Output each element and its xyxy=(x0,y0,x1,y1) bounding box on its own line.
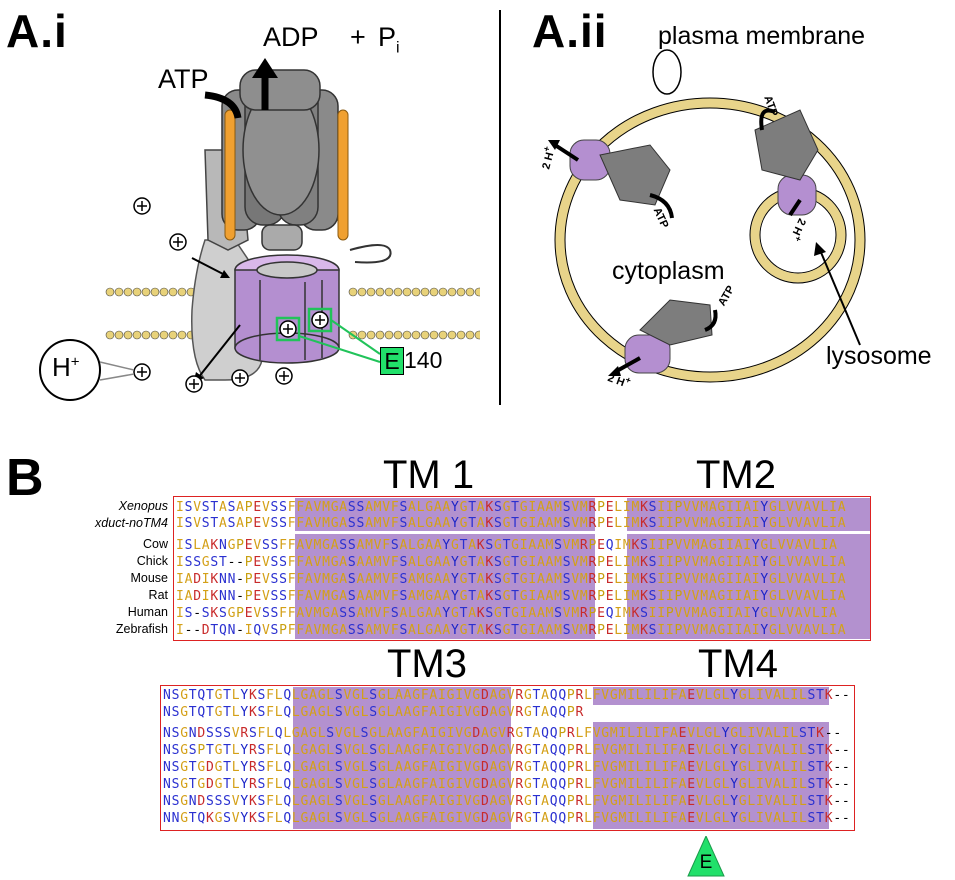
tm4-label: TM4 xyxy=(698,642,778,686)
lysosome-label: lysosome xyxy=(826,342,932,370)
sequence-row: NSGSPTGTLYRSFLQLGAGLSVGLSGLAAGFAIGIVGDAG… xyxy=(163,743,850,758)
sequence-row: IADIKNN-PEVSSFFAVMGASAAMVFSAMGAAYGTAKSGT… xyxy=(176,572,846,587)
stator-rod-right xyxy=(337,109,349,241)
sequence-row: NSGTGDGTLYRSFLQLGAGLSVGLSGLAAGFAIGIVGDAG… xyxy=(163,760,850,775)
cytoplasm-label: cytoplasm xyxy=(612,257,725,285)
tm1-label: TM 1 xyxy=(383,453,475,497)
panel-divider xyxy=(499,10,501,405)
proton-path-out xyxy=(197,324,241,379)
e140-number: 140 xyxy=(404,347,443,373)
e-marker-letter: E xyxy=(699,852,713,873)
sequence-row: IADIKNN-PEVSSFFAVMGASAAMVFSAMGAAYGTAKSGT… xyxy=(176,589,846,604)
panel-label-b: B xyxy=(6,449,45,507)
species-label: Human xyxy=(127,605,168,619)
lipid-bilayer xyxy=(105,287,480,340)
sequence-row: NSGNDSSSVYKSFLQLGAGLSVGLSGLAAGFAIGIVGDAG… xyxy=(163,794,850,809)
species-label: Zebrafish xyxy=(115,622,168,636)
rotation-arrow xyxy=(349,244,392,264)
pump-right xyxy=(754,109,819,216)
truncated-row-blank xyxy=(593,705,854,722)
species-label: Cow xyxy=(142,537,168,551)
tm3-shading xyxy=(293,687,511,829)
e-residue-marker xyxy=(687,836,725,877)
cell-diagram xyxy=(548,49,866,383)
h-plus-label: H+ xyxy=(52,352,80,382)
atp-label: ATP xyxy=(158,64,209,94)
tm2-shading xyxy=(627,498,870,639)
species-label: Chick xyxy=(136,554,168,568)
e140-residue-badge: E xyxy=(380,347,404,375)
sequence-row: ISVSTASAPEVSSFFAVMGASSAMVFSALGAAYGTAKSGT… xyxy=(176,500,846,515)
sequence-row: NSGTQTGTLYKSFLQLGAGLSVGLSGLAAGFAIGIVGDAG… xyxy=(163,688,850,703)
species-label: Rat xyxy=(148,588,168,602)
alignment-gap xyxy=(174,531,870,534)
sequence-row: ISVSTASAPEVSSFFAVMGASSAMVFSALGAAYGTAKSGT… xyxy=(176,516,846,531)
sequence-row: ISSGST--PEVSSFFAVMGASAAMVFSALGAAYGTAKSGT… xyxy=(176,555,846,570)
plasma-membrane-label: plasma membrane xyxy=(658,22,866,50)
species-label: Xenopus xyxy=(118,499,168,513)
sequence-row: I--DTQN-IQVSPFFAVMGASSAMVFSALGAAYGTAKSGT… xyxy=(176,623,846,638)
tm2-label: TM2 xyxy=(696,453,776,497)
v1-head xyxy=(221,69,339,251)
tm3-label: TM3 xyxy=(387,642,467,686)
pump-left xyxy=(569,139,671,206)
sequence-row: ISLAKNGPEVSSFFAVMGASSAMVFSALGAAYGTAKSGTG… xyxy=(176,538,837,553)
adp-label: ADP xyxy=(263,22,319,52)
sequence-row: NSGTQTGTLYKSFLQLGAGLSVGLSGLAAGFAIGIVGDAG… xyxy=(163,705,583,720)
v-atpase-diagram xyxy=(39,58,480,401)
e140-highlight-box-1 xyxy=(275,316,301,342)
sequence-row: NSGTGDGTLYRSFLQLGAGLSVGLSGLAAGFAIGIVGDAG… xyxy=(163,777,850,792)
atp-arrow xyxy=(204,91,242,119)
lysosome-pointer xyxy=(819,249,861,346)
panel-label-a-i: A.i xyxy=(6,5,68,57)
stator-rod-left xyxy=(224,109,236,241)
sequence-row: IS-SKSGPEVSSFFAVMGASSAMVFSALGAAYGTAKSGTG… xyxy=(176,606,837,621)
h-plus-legend-circle xyxy=(39,339,101,401)
tm1-shading xyxy=(295,498,595,639)
species-label: xduct-noTM4 xyxy=(95,516,168,530)
membrane-callout-ellipse xyxy=(652,49,682,95)
pump-bottom xyxy=(624,299,713,374)
proton-path-in xyxy=(191,257,226,276)
species-label: Mouse xyxy=(130,571,168,585)
sequence-row: NNGTQKGSVYKSFLQLGAGLSVGLSGLAAGFAIGIVGDAG… xyxy=(163,811,850,826)
pi-label: Pi xyxy=(378,22,400,57)
plus-sign: + xyxy=(350,22,366,52)
sequence-row: NSGNDSSSVRSFLQLGAGLSVGLSGLAAGFAIGIVGDAGV… xyxy=(163,726,841,741)
plasma-membrane-ring xyxy=(555,98,865,382)
panel-label-a-ii: A.ii xyxy=(532,5,608,57)
